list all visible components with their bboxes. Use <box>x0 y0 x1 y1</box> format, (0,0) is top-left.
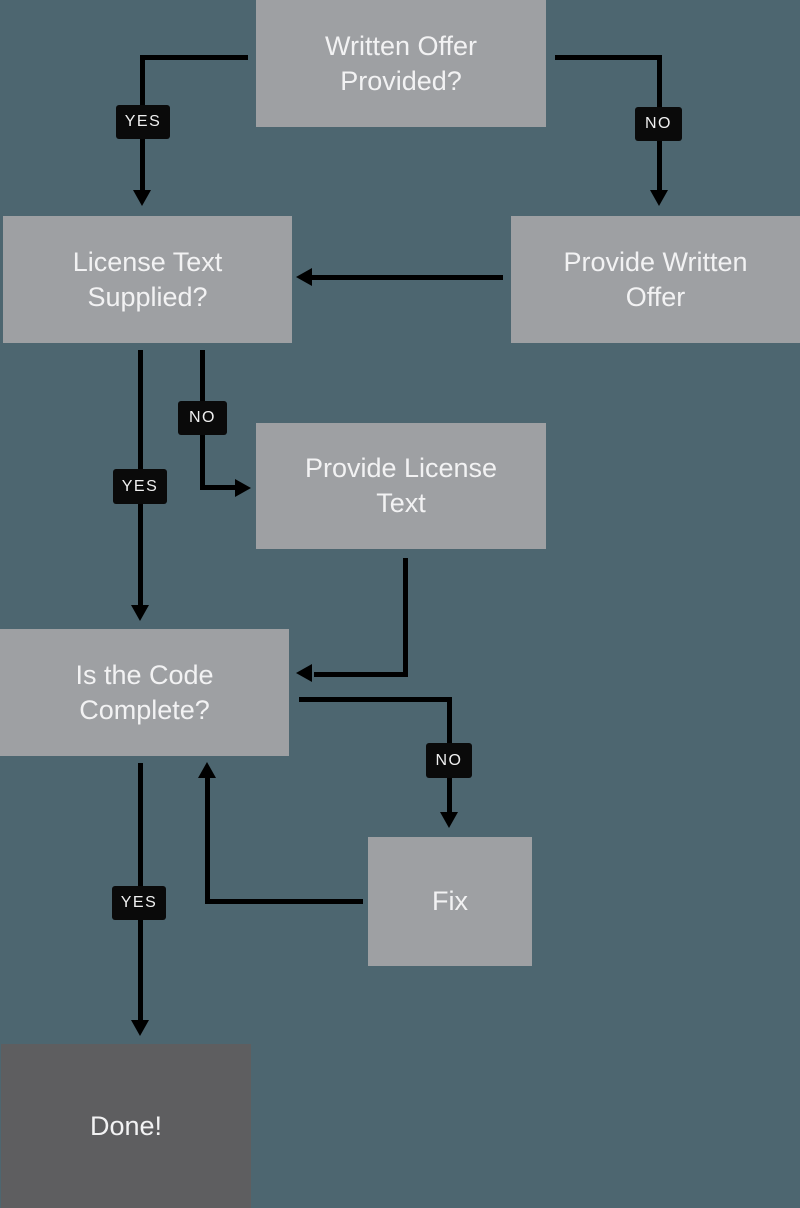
edge-label-license-text-yes: YES <box>113 469 167 504</box>
node-is-code-complete: Is the Code Complete? <box>0 629 289 756</box>
node-done: Done! <box>1 1044 251 1208</box>
edge-label-written-offer-no: NO <box>635 107 682 141</box>
arrowhead-to-provide-license-text <box>235 479 251 497</box>
edge-provide-license-text-line-h <box>314 672 408 677</box>
node-license-text-supplied-label: License Text Supplied? <box>72 246 223 312</box>
edge-label-code-complete-yes: YES <box>112 886 166 920</box>
node-provide-written-offer: Provide Written Offer <box>511 216 800 343</box>
arrowhead-to-done <box>131 1020 149 1036</box>
node-provide-license-text: Provide License Text <box>256 423 546 549</box>
edge-written-offer-yes-line-h <box>140 55 248 60</box>
node-is-code-complete-label: Is the Code Complete? <box>75 659 214 725</box>
arrowhead-to-license-text <box>133 190 151 206</box>
edge-label-written-offer-yes: YES <box>116 105 170 139</box>
arrowhead-into-license-text-right <box>296 268 312 286</box>
node-license-text-supplied: License Text Supplied? <box>3 216 292 343</box>
edge-code-complete-no-line-h <box>299 697 452 702</box>
node-fix: Fix <box>368 837 532 966</box>
edge-provide-written-offer-line-h <box>312 275 503 280</box>
edge-label-license-text-no: NO <box>178 401 227 435</box>
edge-label-code-complete-no: NO <box>426 743 472 778</box>
arrowhead-to-code-complete-top <box>131 605 149 621</box>
edge-fix-out-line-v <box>205 778 210 904</box>
edge-written-offer-no-line-h <box>555 55 662 60</box>
node-fix-label: Fix <box>432 886 468 916</box>
node-done-label: Done! <box>89 1110 163 1141</box>
edge-provide-license-text-line-v <box>403 558 408 677</box>
node-provide-license-text-label: Provide License Text <box>304 453 498 518</box>
arrowhead-to-provide-written-offer <box>650 190 668 206</box>
arrowhead-into-code-complete-bottom <box>198 762 216 778</box>
node-written-offer-provided-label: Written Offer Provided? <box>324 30 478 96</box>
arrowhead-to-fix <box>440 812 458 828</box>
node-provide-written-offer-label: Provide Written Offer <box>563 246 748 312</box>
node-written-offer-provided: Written Offer Provided? <box>256 0 546 127</box>
arrowhead-into-code-complete-right <box>296 664 312 682</box>
edge-license-text-no-line-h <box>200 485 236 490</box>
edge-fix-out-line-h <box>205 899 363 904</box>
